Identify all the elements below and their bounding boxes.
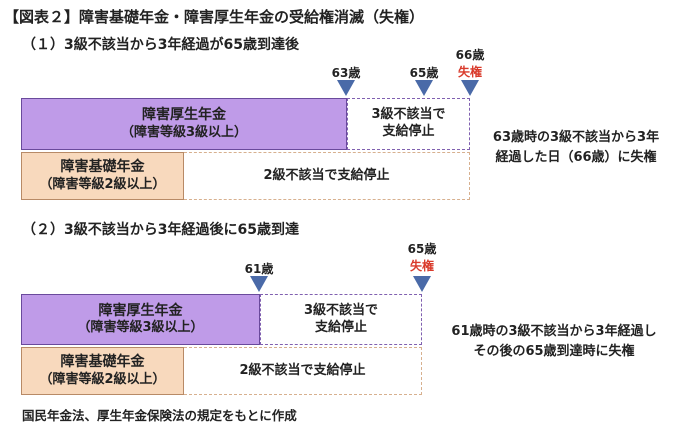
s1-age63-marker-icon [337,80,355,96]
s2-age61-label: 61歳 [244,262,274,276]
s1-basic-pension-grade: （障害等級2級以上） [39,176,166,192]
s2-basic-pension-name: 障害基礎年金 [60,354,145,371]
s1-age66-label: 66歳 [455,48,485,62]
s2-basic-suspended-box: 2級不該当で支給停止 [184,347,422,395]
s1-age65-marker-icon [415,80,433,96]
s2-basic-pension-grade: （障害等級2級以上） [39,371,166,387]
s1-employee-suspended-box: 3級不該当で 支給停止 [347,98,470,150]
s2-employee-suspended-line2: 支給停止 [314,319,367,335]
source-footer: 国民年金法、厚生年金保険法の規定をもとに作成 [22,408,297,423]
s2-employee-pension-grade: （障害等級3級以上） [77,320,204,336]
s1-basic-suspended-box: 2級不該当で支給停止 [184,152,470,200]
s2-age65-marker-icon [413,276,431,292]
s1-note-line1: 63歳時の3級不該当から3年 [492,130,660,145]
s2-age65-label: 65歳 [407,242,437,256]
s1-basic-suspended-text: 2級不該当で支給停止 [263,167,390,183]
section2-heading: （２）3級不該当から3年経過後に65歳到達 [22,222,299,238]
s1-basic-pension-name: 障害基礎年金 [60,159,145,176]
s1-basic-pension-box: 障害基礎年金 （障害等級2級以上） [21,152,184,200]
s1-note: 63歳時の3級不該当から3年 経過した日（66歳）に失権 [478,128,674,167]
s1-note-line2: 経過した日（66歳）に失権 [495,149,657,165]
s1-employee-pension-box: 障害厚生年金 （障害等級3級以上） [21,98,347,150]
s2-lapse-label: 失権 [409,259,434,273]
s1-employee-pension-name: 障害厚生年金 [142,107,226,124]
section1-heading: （１）3級不該当から3年経過が65歳到達後 [22,37,299,53]
s1-employee-suspended-line2: 支給停止 [382,124,435,139]
s2-note: 61歳時の3級不該当から3年経過し その後の65歳到達時に失権 [432,322,676,361]
s2-note-line1: 61歳時の3級不該当から3年経過し [451,324,657,339]
s1-lapse-label: 失権 [457,65,482,79]
s1-age66-marker-icon [461,80,479,96]
s1-employee-pension-grade: （障害等級3級以上） [120,124,248,140]
s2-employee-suspended-line1: 3級不該当で [303,302,379,318]
s2-employee-pension-name: 障害厚生年金 [98,302,183,319]
s1-age65-label: 65歳 [409,66,439,80]
s2-employee-pension-box: 障害厚生年金 （障害等級3級以上） [21,294,260,345]
s2-note-line2: その後の65歳到達時に失権 [473,343,635,359]
figure-title: 【図表２】障害基礎年金・障害厚生年金の受給権消滅（失権） [4,8,425,26]
s2-basic-suspended-text: 2級不該当で支給停止 [239,362,366,378]
s2-basic-pension-box: 障害基礎年金 （障害等級2級以上） [21,347,184,395]
s2-age61-marker-icon [250,276,268,292]
s1-employee-suspended-line1: 3級不該当で [371,107,446,123]
s2-employee-suspended-box: 3級不該当で 支給停止 [260,294,422,345]
s1-age63-label: 63歳 [331,66,361,80]
